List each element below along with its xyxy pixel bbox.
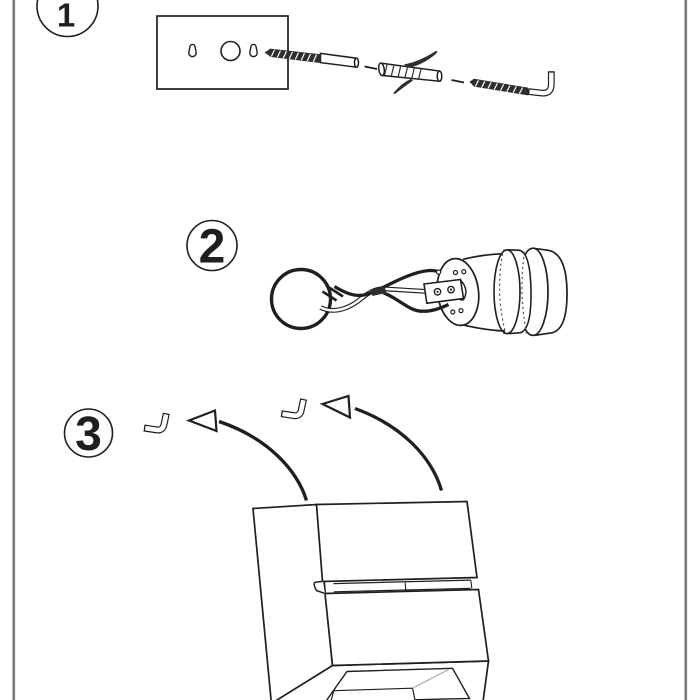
insert-arrow-left-arc xyxy=(218,419,309,501)
insert-arrow-right-arc xyxy=(354,406,444,491)
terminal-block xyxy=(423,278,467,305)
wire-coil-loop xyxy=(269,267,333,331)
step-1-number: 1 xyxy=(57,0,75,34)
seam-slot-top xyxy=(333,579,471,585)
socket-barrel-bottom xyxy=(464,324,506,332)
hook-left-core xyxy=(144,414,169,433)
cube-front-upper xyxy=(315,500,478,583)
lamp-socket xyxy=(319,247,568,337)
anchor-fin-top xyxy=(404,51,438,68)
assembly-dash-1 xyxy=(364,65,378,70)
anchor-end xyxy=(436,70,443,83)
cube-front-lower xyxy=(324,588,490,667)
anchor-collar xyxy=(377,62,386,77)
terminal-block-body xyxy=(423,278,465,305)
cube-seam xyxy=(313,579,473,595)
cube-bottom-recess xyxy=(325,667,471,700)
step-2-number: 2 xyxy=(199,221,226,274)
seam-slot-bottom xyxy=(333,587,471,593)
center-hole xyxy=(220,40,241,62)
socket-face-holes xyxy=(435,269,467,315)
step-1: 1 xyxy=(36,0,555,97)
anchor-fin-bottom xyxy=(393,78,413,95)
step-3: 3 xyxy=(63,394,490,700)
hook-screw xyxy=(469,71,555,97)
recess-floor xyxy=(330,687,416,700)
insert-arrow-right xyxy=(319,394,444,491)
face-hole-4 xyxy=(458,308,464,314)
step-3-badge: 3 xyxy=(63,408,114,461)
wire-black-lower xyxy=(382,291,450,313)
recess-shade-line xyxy=(412,669,449,689)
step-1-badge: 1 xyxy=(36,0,99,38)
twisted-wires xyxy=(319,268,450,313)
terminal-screw-1-dot xyxy=(436,290,439,293)
wire-clip xyxy=(370,286,387,296)
insert-arrow-left xyxy=(185,408,309,501)
insert-arrow-left-head xyxy=(185,408,218,433)
mounting-screw xyxy=(264,48,360,69)
assembly-dash-2 xyxy=(451,79,465,84)
keyhole-slot-left xyxy=(188,43,197,58)
step-3-number: 3 xyxy=(75,408,102,461)
step-3-badge-circle xyxy=(63,408,114,458)
wall-anchor xyxy=(377,51,443,95)
step-2-badge-circle xyxy=(186,219,238,272)
wire-coil-stub-2 xyxy=(321,290,338,302)
wire-coil xyxy=(269,267,344,331)
hook-screw-hatch xyxy=(474,80,524,94)
wire-black-upper xyxy=(333,268,440,298)
step-2: 2 xyxy=(186,219,568,337)
lamp-body-cube xyxy=(252,500,490,700)
face-hole-2 xyxy=(461,269,467,275)
screw-shank xyxy=(319,52,358,69)
anchor-ridges xyxy=(383,64,422,80)
face-hole-1 xyxy=(452,269,459,276)
face-hole-3 xyxy=(450,309,456,315)
socket-barrel-top xyxy=(462,252,503,261)
screw-end xyxy=(353,57,360,69)
insert-arrow-right-head xyxy=(319,394,352,420)
frame-bar-left xyxy=(12,0,16,700)
wire-coil-stub-1 xyxy=(325,284,344,298)
frame-bar-right xyxy=(684,0,688,700)
socket-hidden-edge-1 xyxy=(498,253,506,332)
seam-slot-divider xyxy=(404,582,407,591)
wire-entry-hole xyxy=(435,269,442,275)
page-frame xyxy=(12,0,688,700)
hook-left xyxy=(143,412,170,434)
screw-tip xyxy=(264,48,271,57)
keyhole-slot-right xyxy=(249,43,258,58)
socket-hidden-edge-2 xyxy=(521,251,528,334)
step-1-badge-circle xyxy=(36,0,99,38)
hook-right xyxy=(280,398,308,420)
step-2-badge: 2 xyxy=(186,219,238,274)
terminal-screw-2-dot xyxy=(449,288,453,291)
hook-screw-bend-core xyxy=(529,72,554,96)
seam-slot-end xyxy=(470,580,473,589)
hook-right-core xyxy=(282,399,306,418)
screw-thread-hatch xyxy=(270,49,318,62)
seam-left-step xyxy=(313,580,326,595)
socket-flange-edge xyxy=(493,249,521,335)
